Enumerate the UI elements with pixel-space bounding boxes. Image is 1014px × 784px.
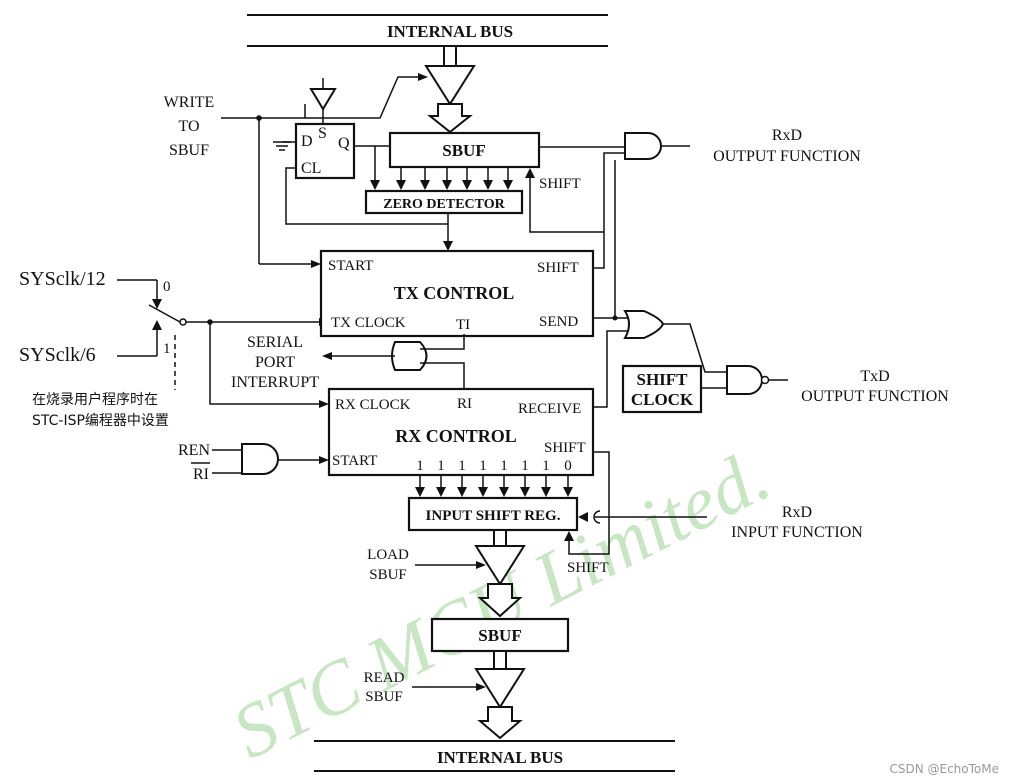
zero-detector: ZERO DETECTOR xyxy=(364,189,524,215)
svg-text:TO: TO xyxy=(178,118,199,135)
write-sbuf-label: WRITE TO SBUF xyxy=(164,94,215,159)
switch-0-label: 0 xyxy=(163,279,171,295)
svg-text:1: 1 xyxy=(458,458,466,474)
svg-text:SBUF: SBUF xyxy=(365,689,403,705)
cn-note: 在烧录用户程序时在 STC-ISP编程器中设置 xyxy=(32,391,169,429)
sysclk6-label: SYSclk/6 xyxy=(19,344,96,366)
svg-text:TxD: TxD xyxy=(860,368,889,385)
svg-text:START: START xyxy=(332,453,377,469)
ren-label: REN xyxy=(178,442,210,459)
svg-text:RxD: RxD xyxy=(782,504,812,521)
svg-text:SEND: SEND xyxy=(539,314,578,330)
tx-control: START SHIFT TX CONTROL TX CLOCK TI SEND xyxy=(319,249,595,338)
svg-text:1: 1 xyxy=(416,458,424,474)
svg-text:SBUF: SBUF xyxy=(442,141,485,160)
load-sbuf-label: LOAD SBUF xyxy=(367,547,409,583)
txd-output-label: TxD OUTPUT FUNCTION xyxy=(801,368,949,405)
svg-text:1: 1 xyxy=(437,458,445,474)
shift-rx-label: SHIFT xyxy=(567,560,609,576)
rxd-output-gate xyxy=(624,132,662,160)
internal-bus-top: INTERNAL BUS xyxy=(247,14,608,47)
serial-port-interrupt-label: SERIAL PORT INTERRUPT xyxy=(231,334,319,391)
svg-text:CLOCK: CLOCK xyxy=(631,390,694,409)
svg-text:SHIFT: SHIFT xyxy=(636,370,688,389)
internal-bus-bottom-label: INTERNAL BUS xyxy=(437,748,563,767)
svg-text:1: 1 xyxy=(542,458,550,474)
read-buffer xyxy=(474,650,526,740)
svg-text:PORT: PORT xyxy=(255,354,295,371)
input-shift-register: INPUT SHIFT REG. xyxy=(407,496,579,532)
clock-select-switch xyxy=(148,304,181,323)
svg-text:SERIAL: SERIAL xyxy=(247,334,303,351)
svg-text:在烧录用户程序时在: 在烧录用户程序时在 xyxy=(32,391,158,408)
flip-flop: D S Q CL xyxy=(273,78,356,180)
svg-text:ZERO DETECTOR: ZERO DETECTOR xyxy=(383,197,505,212)
svg-text:CL: CL xyxy=(301,160,321,177)
svg-text:OUTPUT FUNCTION: OUTPUT FUNCTION xyxy=(713,148,861,165)
svg-text:INTERRUPT: INTERRUPT xyxy=(231,374,319,391)
read-sbuf-label: READ SBUF xyxy=(364,670,405,705)
shift-clock: SHIFT CLOCK xyxy=(621,364,703,414)
credit-text: CSDN @EchoToMe xyxy=(889,762,999,776)
svg-text:RECEIVE: RECEIVE xyxy=(518,401,581,417)
svg-text:READ: READ xyxy=(364,670,405,686)
svg-text:TX CLOCK: TX CLOCK xyxy=(331,315,406,331)
ren-ri-and-gate xyxy=(241,443,279,475)
svg-text:INPUT SHIFT REG.: INPUT SHIFT REG. xyxy=(426,508,561,524)
rx-to-shift-reg-arrows xyxy=(415,475,573,497)
sbuf-tx: SBUF xyxy=(388,131,541,169)
switch-1-label: 1 xyxy=(163,341,171,357)
rxd-input-label: RxD INPUT FUNCTION xyxy=(731,504,863,541)
svg-text:RX CONTROL: RX CONTROL xyxy=(395,426,517,446)
rx-control: RX CLOCK RI RECEIVE RX CONTROL SHIFT STA… xyxy=(327,387,595,477)
interrupt-or-gate xyxy=(391,341,428,371)
svg-text:TI: TI xyxy=(456,317,470,333)
svg-text:SHIFT: SHIFT xyxy=(544,440,586,456)
tx-load-buffer xyxy=(424,45,476,134)
svg-text:RI: RI xyxy=(457,396,472,412)
svg-text:INPUT FUNCTION: INPUT FUNCTION xyxy=(731,524,863,541)
internal-bus-top-label: INTERNAL BUS xyxy=(387,22,513,41)
rx-load-buffer xyxy=(474,529,526,618)
svg-text:WRITE: WRITE xyxy=(164,94,215,111)
ri-label: RI xyxy=(193,466,209,483)
internal-bus-bottom: INTERNAL BUS xyxy=(314,740,675,772)
svg-text:SBUF: SBUF xyxy=(169,142,209,159)
svg-text:RxD: RxD xyxy=(772,127,802,144)
svg-text:1: 1 xyxy=(500,458,508,474)
svg-text:SBUF: SBUF xyxy=(369,567,407,583)
svg-text:1: 1 xyxy=(479,458,487,474)
svg-text:Q: Q xyxy=(338,135,350,152)
svg-text:LOAD: LOAD xyxy=(367,547,409,563)
shift-tx-label: SHIFT xyxy=(539,176,581,192)
svg-text:RX CLOCK: RX CLOCK xyxy=(335,397,411,413)
svg-text:SHIFT: SHIFT xyxy=(537,260,579,276)
svg-text:START: START xyxy=(328,258,373,274)
send-receive-or-gate xyxy=(623,310,665,339)
svg-text:STC-ISP编程器中设置: STC-ISP编程器中设置 xyxy=(32,413,169,429)
rxd-output-label: RxD OUTPUT FUNCTION xyxy=(713,127,861,165)
svg-text:SBUF: SBUF xyxy=(478,626,521,645)
txd-output-gate xyxy=(726,365,770,395)
sbuf-rx: SBUF xyxy=(430,617,570,653)
svg-text:0: 0 xyxy=(564,458,572,474)
svg-text:TX CONTROL: TX CONTROL xyxy=(394,283,515,303)
svg-text:1: 1 xyxy=(521,458,529,474)
rx-bit-values: 1 1 1 1 1 1 1 0 xyxy=(416,458,572,474)
svg-text:OUTPUT FUNCTION: OUTPUT FUNCTION xyxy=(801,388,949,405)
svg-text:S: S xyxy=(318,125,327,142)
svg-text:D: D xyxy=(301,133,313,150)
sysclk12-label: SYSclk/12 xyxy=(19,268,106,290)
sbuf-to-zero-arrows xyxy=(396,167,513,190)
